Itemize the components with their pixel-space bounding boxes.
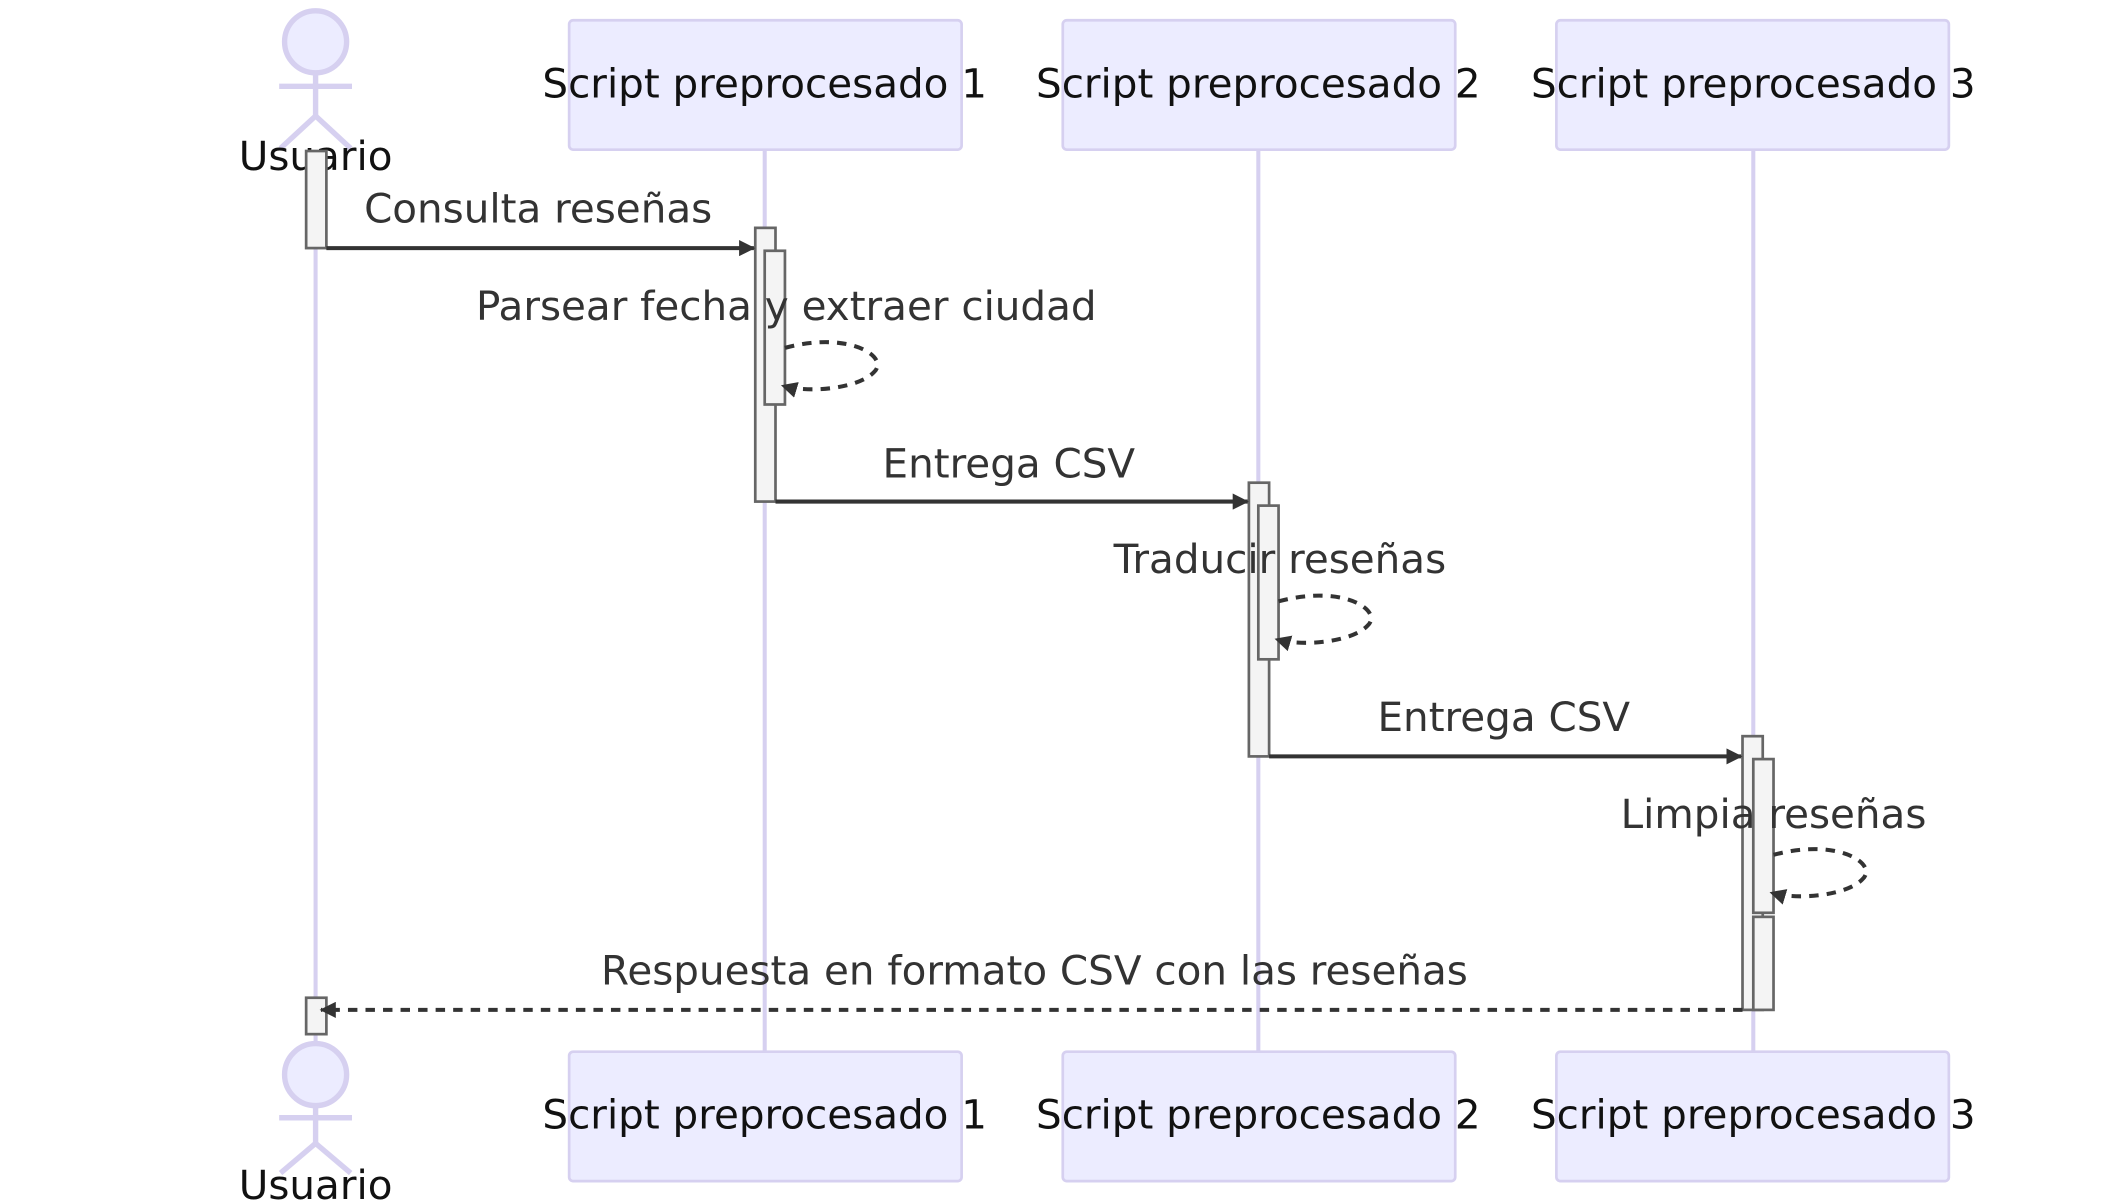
activation-script-2-nested [1256,504,1280,661]
participant-box [1555,1050,1951,1183]
actor-right-leg [313,1141,353,1176]
self-message-arrow [780,340,880,398]
participant-script-1-bottom: Script preprocesado 1 [542,1050,987,1183]
message-label: Traducir reseñas [1113,535,1446,583]
participant-label: Script preprocesado 2 [1036,59,1481,107]
self-message-arrow [1769,847,1869,905]
self-message-arrow [1274,593,1374,652]
participant-script-2-top: Script preprocesado 2 [1036,18,1481,152]
actor-right-leg [313,113,353,151]
participant-label: Script preprocesado 3 [1531,59,1976,107]
participant-script-1-top: Script preprocesado 1 [542,18,987,152]
activation-script-1-nested [763,249,787,406]
participant-label: Script preprocesado 2 [1036,1091,1481,1139]
participant-box [567,1050,963,1183]
participant-box [1555,18,1951,152]
message-label: Limpia reseñas [1621,790,1927,838]
activation-usuario-return [304,996,328,1036]
message-label: Entrega CSV [883,440,1136,488]
actor-head [281,8,350,76]
participant-label: Script preprocesado 1 [542,59,987,107]
participant-box [1061,18,1457,152]
participant-label: Script preprocesado 1 [542,1091,987,1139]
message-label: Parsear fecha y extraer ciudad [476,282,1097,330]
message-entrega-csv-2: Entrega CSV [1269,693,1743,765]
message-traducir-resenas: Traducir reseñas [1113,535,1446,652]
message-respuesta-csv: Respuesta en formato CSV con las reseñas [319,946,1743,1018]
actor-label: Usuario [239,1161,393,1200]
participant-script-3-bottom: Script preprocesado 3 [1531,1050,1976,1183]
message-parsear-fecha: Parsear fecha y extraer ciudad [476,282,1097,398]
participant-label: Script preprocesado 3 [1531,1091,1976,1139]
participant-script-3-top: Script preprocesado 3 [1531,18,1976,152]
message-label: Consulta reseñas [364,185,712,233]
message-label: Entrega CSV [1378,693,1631,741]
participant-box [567,18,963,152]
message-limpia-resenas: Limpia reseñas [1621,790,1927,905]
activation-usuario [304,149,328,250]
message-entrega-csv-1: Entrega CSV [775,440,1249,510]
activation-script-3-nested [1751,757,1775,915]
actor-left-leg [278,1141,318,1176]
message-label: Respuesta en formato CSV con las reseñas [601,946,1468,994]
participant-box [1061,1050,1457,1183]
participant-script-2-bottom: Script preprocesado 2 [1036,1050,1481,1183]
activation-script-3-second [1751,915,1775,1012]
actor-left-leg [278,113,318,151]
message-consulta-resenas: Consulta reseñas [326,185,756,257]
actor-head [281,1040,350,1109]
actor-usuario-bottom: Usuario [239,1040,393,1200]
